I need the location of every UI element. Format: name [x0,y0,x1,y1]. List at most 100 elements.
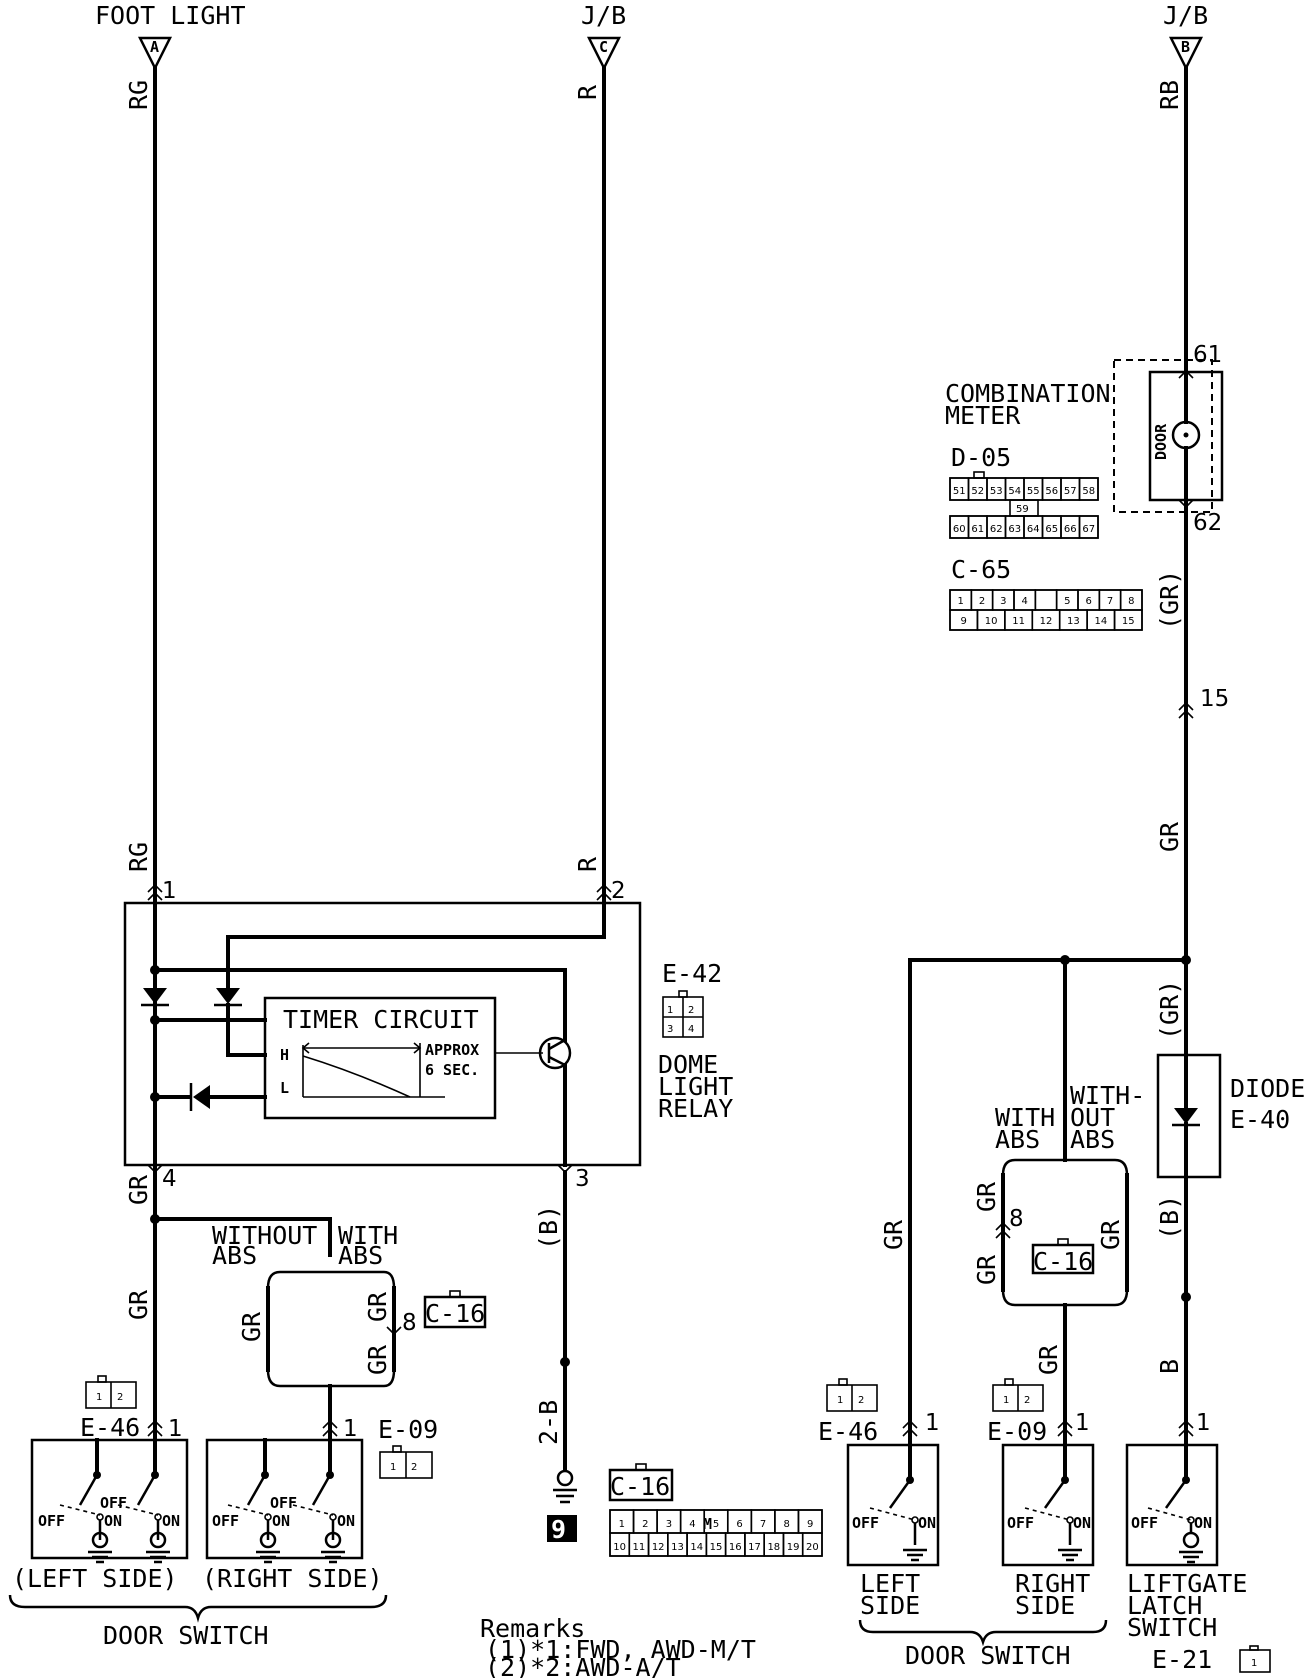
svg-text:ON: ON [272,1512,290,1530]
connector-pin: 4 [689,1519,695,1530]
remarks: Remarks (1)*1:FWD, AWD-M/T (2)*2:AWD-A/T [480,1614,756,1678]
svg-text:OFF: OFF [100,1494,127,1512]
terminal-letter: C [599,38,608,56]
connector-e09-left: E-09 1 2 [378,1415,438,1479]
connector-cell [1113,609,1143,631]
connector-pin: 58 [1082,486,1095,497]
dome-light-relay: 1 2 4 3 TIMER CIRCUIT H L [123,878,733,1192]
door-switch-brace-left [8,1594,388,1623]
svg-text:E-09: E-09 [378,1415,438,1444]
terminal-foot-light: FOOT LIGHT A RG [95,1,246,110]
meter-door-label: DOOR [1152,423,1170,460]
svg-text:1: 1 [96,1392,102,1403]
with-abs-2: ABS [338,1241,383,1270]
remarks-title: Remarks [480,1614,585,1643]
connector-pin: 11 [633,1542,646,1553]
without-abs-2: ABS [212,1241,257,1270]
wire-label: R [573,856,602,872]
label-right: RIGHT [1015,1569,1090,1598]
ground-id: 9 [551,1515,566,1544]
without-abs-r-1: WITH- [1070,1081,1145,1110]
with-abs-1: WITH [338,1221,398,1250]
connector-pin: 9 [961,616,967,627]
svg-text:OFF: OFF [212,1512,239,1530]
svg-text:ON: ON [918,1514,936,1532]
timer-l: L [280,1079,289,1097]
connector-pin: 19 [787,1542,800,1553]
timer-approx: APPROX [425,1041,479,1059]
connector-pin: 7 [760,1519,766,1530]
connector-pin: 61 [971,524,984,535]
svg-text:8: 8 [1009,1206,1024,1232]
label-right-side-2: SIDE [1015,1591,1075,1620]
connector-e09-right: 1 2 E-09 [987,1378,1047,1446]
svg-text:OFF: OFF [270,1494,297,1512]
connector-pin: 6 [736,1519,742,1530]
wire-color: RG [124,80,153,110]
pin-15: 15 [1200,686,1229,712]
relay-name-2: LIGHT [658,1072,733,1101]
svg-text:1: 1 [1251,1658,1257,1669]
connector-pin: 16 [729,1542,742,1553]
terminal-letter: A [150,38,159,56]
wire-label: (B) [534,1205,563,1250]
connector-pin: 66 [1064,524,1077,535]
svg-text:3: 3 [667,1024,673,1035]
terminal-title: J/B [1163,1,1208,30]
wire-label: GR [124,1174,153,1205]
diode-e40: DIODE E-40 [1156,1053,1305,1179]
svg-text:1: 1 [837,1395,843,1406]
connector-pin: 15 [1122,616,1135,627]
with-abs-r-2: ABS [995,1125,1040,1154]
svg-text:1: 1 [925,1410,940,1436]
connector-pin: 18 [767,1542,780,1553]
connector-cell [1078,477,1099,501]
timer-sec: 6 SEC. [425,1061,479,1079]
connector-pin: 10 [985,616,998,627]
wire-label: GR [879,1219,908,1250]
wire-color: R [573,84,602,100]
diode-id: E-40 [1230,1105,1290,1134]
svg-text:2: 2 [411,1462,417,1473]
svg-text:4: 4 [688,1024,694,1035]
connector-pin: 62 [990,524,1003,535]
wire-label: RG [124,842,153,872]
wire-label: GR [1096,1219,1125,1250]
terminal-title: J/B [581,1,626,30]
svg-text:E-09: E-09 [987,1417,1047,1446]
label-left-side-2: SIDE [860,1591,920,1620]
connector-pin: 5 [713,1519,719,1530]
connector-pin: 54 [1008,486,1021,497]
connector-pin: 7 [1107,596,1113,607]
connector-pin: 12 [652,1542,665,1553]
svg-text:1: 1 [1075,1410,1090,1436]
svg-text:1: 1 [343,1416,358,1442]
connector-pin: 13 [1067,616,1080,627]
liftgate-latch-switch: OFF ON [1125,1438,1219,1567]
svg-text:C-16: C-16 [610,1472,670,1501]
with-abs-r-1: WITH [995,1103,1055,1132]
wire-label: GR [1155,821,1184,852]
connector-pin: 53 [990,486,1003,497]
meter-title-2: METER [945,401,1021,430]
svg-text:E-46: E-46 [80,1413,140,1442]
svg-text:ON: ON [1073,1514,1091,1532]
connector-cell [1078,515,1099,539]
without-abs-1: WITHOUT [212,1221,317,1250]
door-switch-left: OFF OFF ON ON [30,1418,189,1564]
svg-text:E-46: E-46 [818,1417,878,1446]
abs-bracket-top [266,1270,396,1289]
svg-text:1: 1 [1196,1410,1211,1436]
relay-pin-4: 4 [162,1166,177,1192]
connector-pin: 14 [1094,616,1107,627]
connector-pin: 20 [806,1542,819,1553]
terminal-title: FOOT LIGHT [95,1,246,30]
connector-cell [801,1532,823,1557]
svg-text:OFF: OFF [1131,1514,1158,1532]
connector-pin: 4 [1021,596,1027,607]
connector-pin: 67 [1082,524,1095,535]
wire-label: (B) [1155,1195,1184,1240]
svg-text:ON: ON [337,1512,355,1530]
wire-label: GR [1034,1344,1063,1375]
